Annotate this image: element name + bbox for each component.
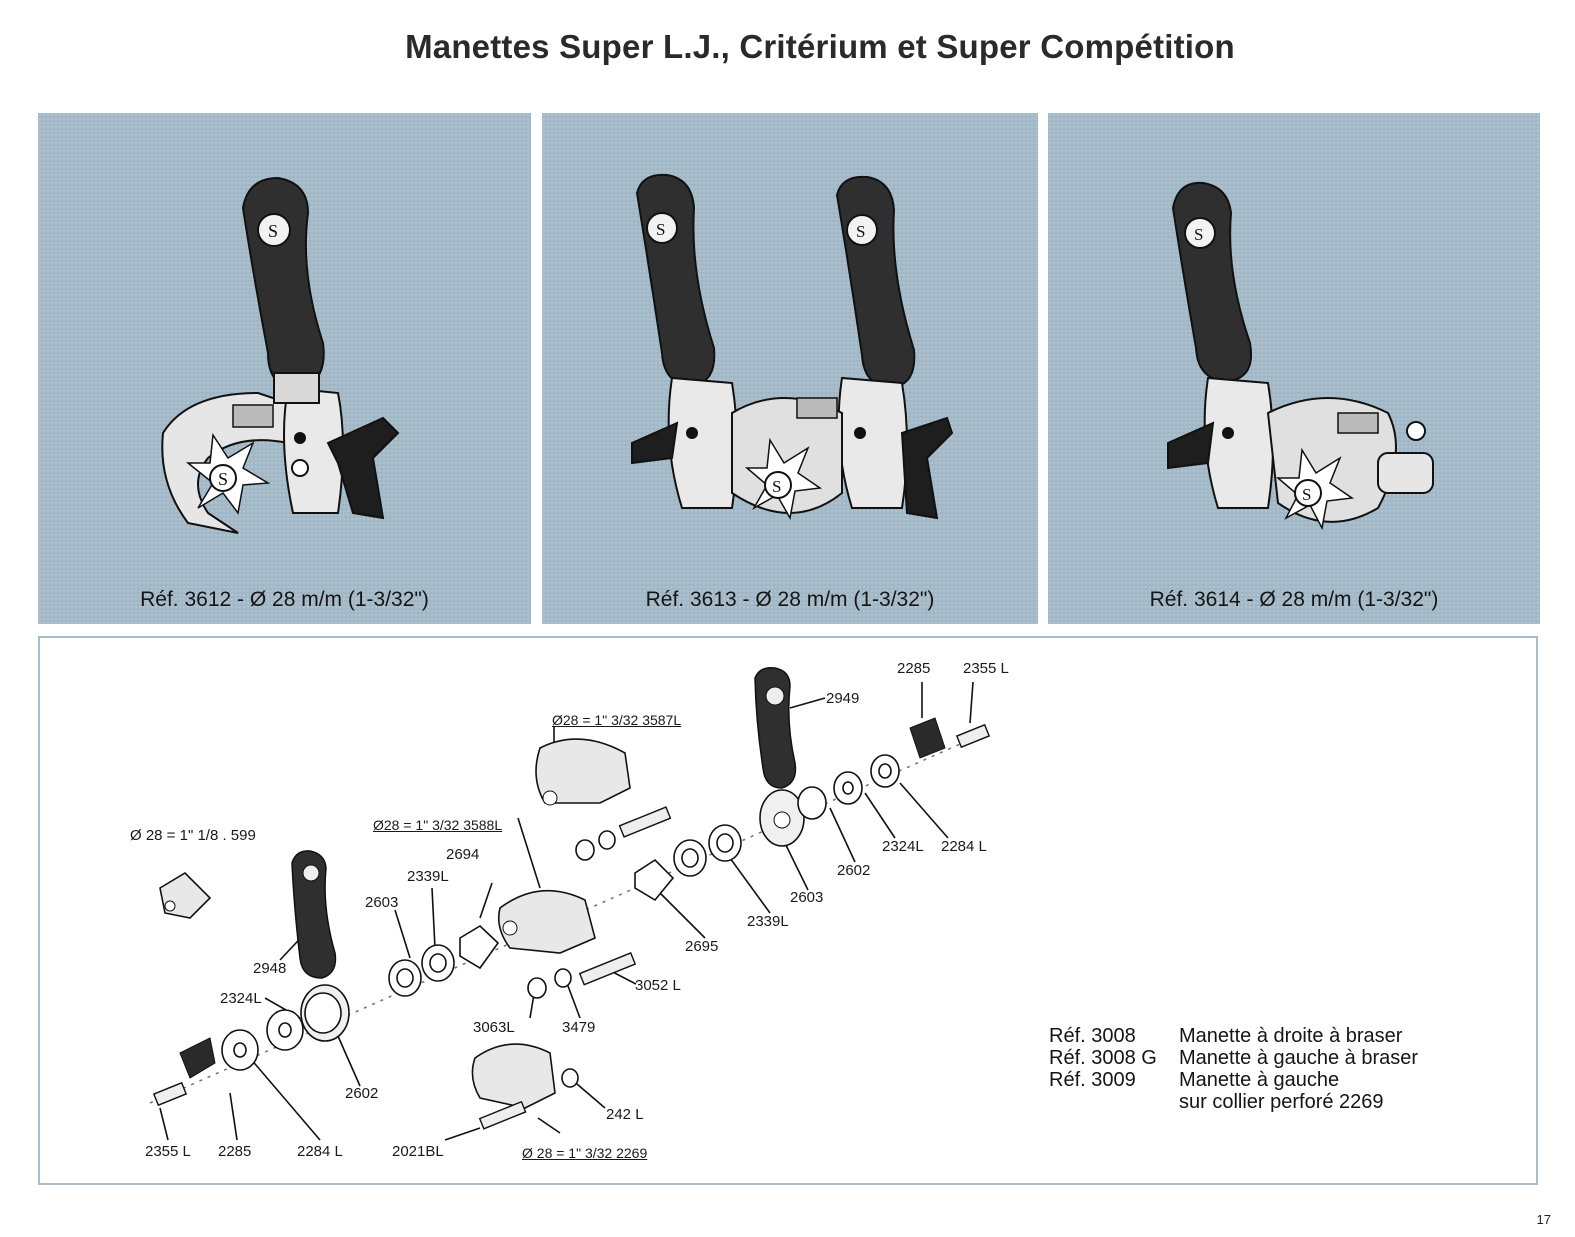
reference-description: Manette à gauche à braser [1179,1047,1419,1069]
reference-description: Manette à droite à braser [1179,1025,1403,1047]
product-panel-3613: S S S Réf. 3613 - Ø 28 m/m (1-3/32") [542,113,1038,624]
product-caption: Réf. 3613 - Ø 28 m/m (1-3/32") [645,588,935,611]
reference-row: sur collier perforé 2269 [1049,1091,1418,1113]
part-label: 2948 [253,960,287,977]
part-label: 2324L [220,990,262,1007]
reference-list: Réf. 3008 Manette à droite à braser Réf.… [1049,1025,1418,1113]
reference-row: Réf. 3008 G Manette à gauche à braser [1049,1047,1418,1069]
part-label: 2695 [685,938,719,955]
svg-text:S: S [772,477,781,496]
reference-description: sur collier perforé 2269 [1179,1091,1384,1113]
shifter-double-illustration: S S S [631,173,954,521]
svg-text:S: S [1194,225,1203,244]
page-title: Manettes Super L.J., Critérium et Super … [405,28,1235,65]
part-label: 2694 [446,846,480,863]
part-label: 2339L [407,868,449,885]
reference-code: Réf. 3008 G [1049,1047,1157,1069]
part-label: Ø 28 = 1" 1/8 . 599 [130,827,256,844]
product-caption: Réf. 3612 - Ø 28 m/m (1-3/32") [140,588,429,611]
svg-text:S: S [268,221,278,241]
reference-description: Manette à gauche [1179,1069,1340,1091]
reference-row: Réf. 3009 Manette à gauche [1049,1069,1418,1091]
svg-text:S: S [856,222,865,241]
exploded-view-illustration [149,666,991,1141]
product-panel-3614: S S Réf. 3614 - Ø 28 m/m (1-3/32") [1048,113,1540,624]
svg-text:S: S [1302,485,1311,504]
part-label: 2602 [345,1085,379,1102]
reference-code: Réf. 3008 [1049,1025,1136,1047]
part-label: 2949 [826,690,860,707]
part-label: 3052 L [635,977,681,994]
part-label: 2284 L [941,838,987,855]
exploded-parts-diagram: 2285 2355 L 2949 Ø28 = 1" 3/32 3587L Ø28… [38,636,1538,1185]
part-label: 2324L [882,838,924,855]
reference-row: Réf. 3008 Manette à droite à braser [1049,1025,1418,1047]
part-label: Ø28 = 1" 3/32 3587L [552,712,682,728]
part-label: 2021BL [392,1143,444,1160]
part-label: 2355 L [145,1143,191,1160]
part-label: 2339L [747,913,789,930]
svg-text:S: S [218,469,228,489]
shifter-single-left-illustration: S S [1167,181,1434,531]
reference-code: Réf. 3009 [1049,1069,1136,1091]
part-label: 242 L [606,1106,644,1123]
part-label: 3479 [562,1019,596,1036]
part-label: 2603 [365,894,399,911]
part-label: 2603 [790,889,824,906]
part-label: 2602 [837,862,871,879]
part-label: 3063L [473,1019,515,1036]
reference-code [1049,1091,1179,1113]
product-panel-3612: S S Réf. 3612 - Ø 28 m/m (1-3/32") [38,113,531,624]
part-label: 2285 [218,1143,252,1160]
part-label: 2284 L [297,1143,343,1160]
shifter-single-right-illustration: S S [161,176,400,534]
part-label: 2355 L [963,660,1009,677]
svg-text:S: S [656,220,665,239]
part-label: 2285 [897,660,931,677]
page-number: 17 [1536,1212,1551,1227]
part-label: Ø 28 = 1" 3/32 2269 [522,1145,648,1161]
product-caption: Réf. 3614 - Ø 28 m/m (1-3/32") [1149,588,1439,611]
part-label: Ø28 = 1" 3/32 3588L [373,817,503,833]
